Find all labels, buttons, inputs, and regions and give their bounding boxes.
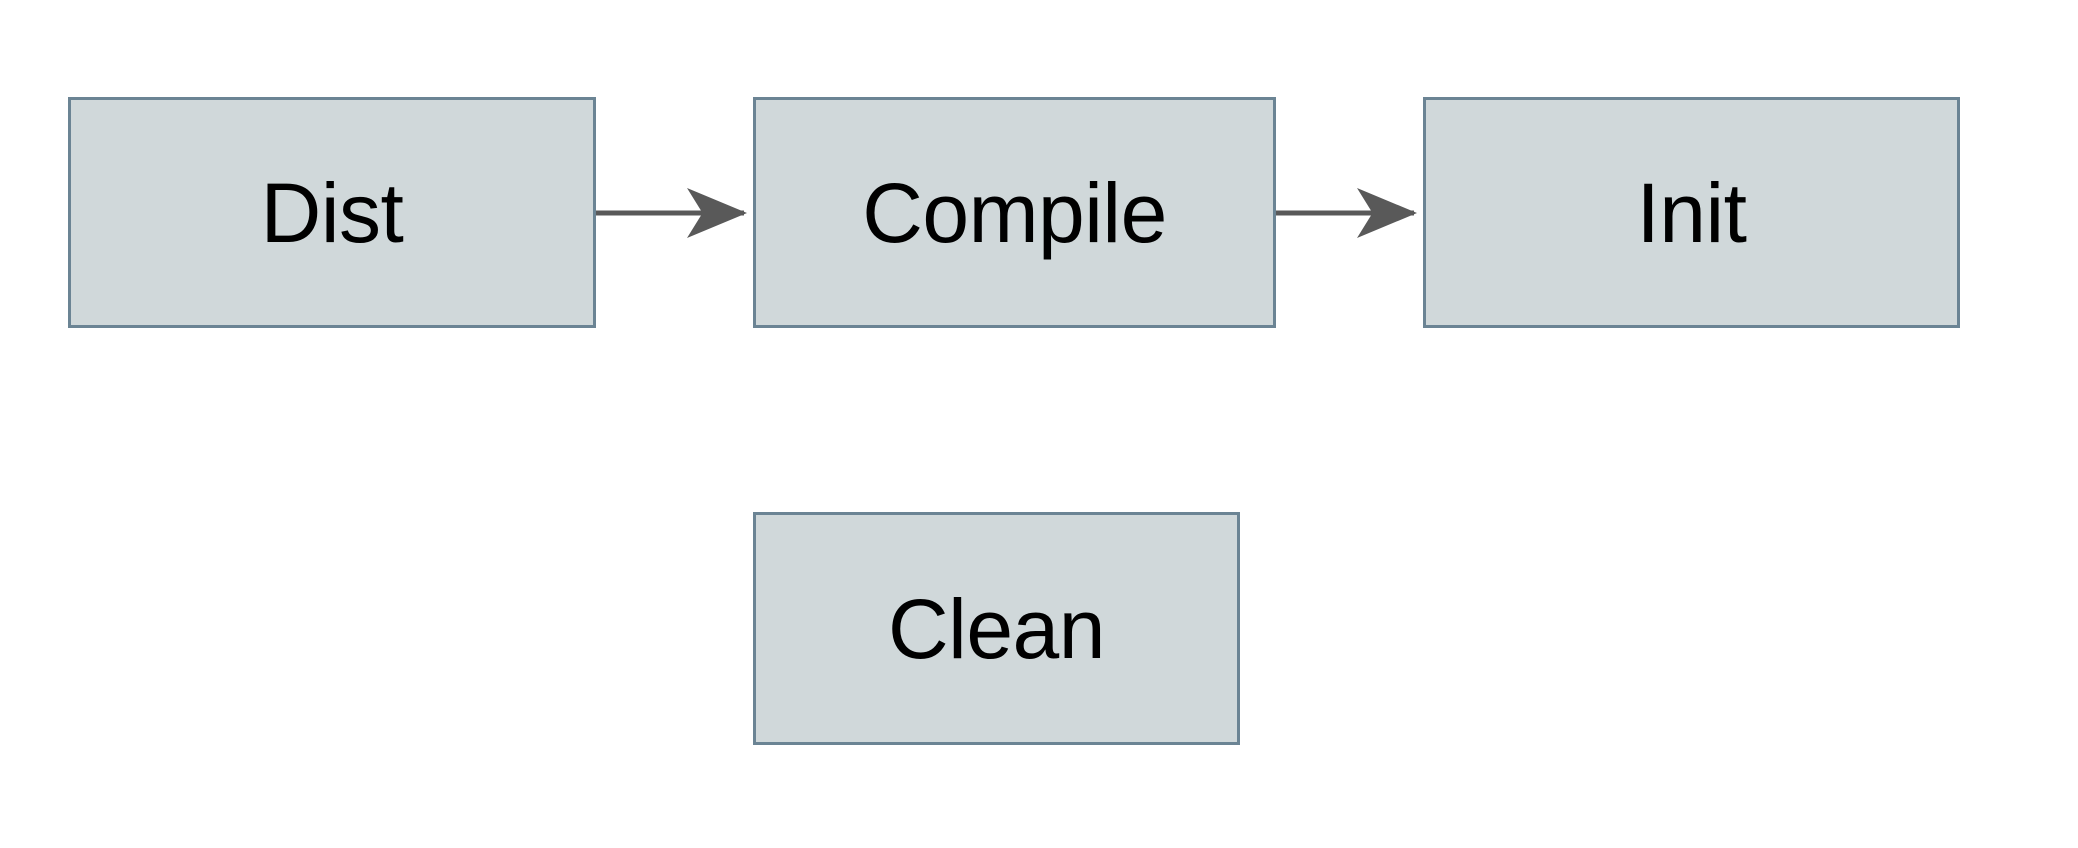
node-compile-label: Compile bbox=[862, 165, 1167, 260]
node-compile[interactable]: Compile bbox=[753, 97, 1276, 328]
node-clean[interactable]: Clean bbox=[753, 512, 1240, 745]
node-init-label: Init bbox=[1636, 165, 1747, 260]
node-init[interactable]: Init bbox=[1423, 97, 1960, 328]
node-dist-label: Dist bbox=[260, 165, 404, 260]
node-clean-label: Clean bbox=[888, 581, 1105, 676]
node-dist[interactable]: Dist bbox=[68, 97, 596, 328]
